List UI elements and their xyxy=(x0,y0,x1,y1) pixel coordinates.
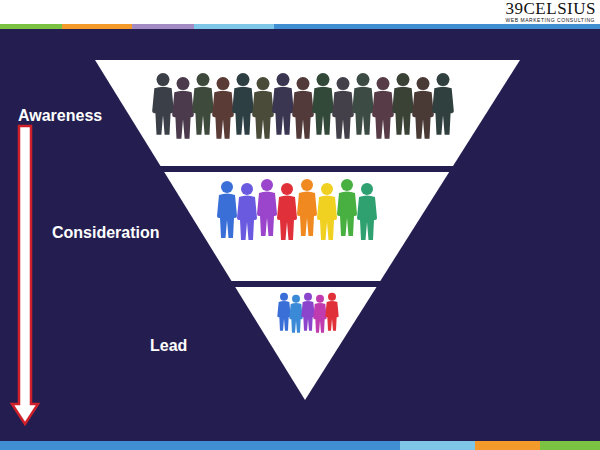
band-fill xyxy=(164,172,449,281)
down-arrow xyxy=(12,126,38,424)
label-holder: WEB MARKETING CONSULTING xyxy=(505,17,595,23)
stage-label: Lead xyxy=(150,336,187,355)
crowd-small xyxy=(277,293,338,333)
logo-wordmark: 39CELSIUS xyxy=(506,0,596,18)
label-holder: 39CELSIUS xyxy=(506,0,596,18)
funnel-band: Consideration xyxy=(0,172,600,281)
logo-tagline: WEB MARKETING CONSULTING xyxy=(505,17,595,23)
top-stripe xyxy=(0,24,600,29)
header-bar xyxy=(0,0,600,24)
band-fill xyxy=(95,60,520,166)
stage-label: Consideration xyxy=(52,223,160,242)
crowd-large xyxy=(152,73,454,139)
crowd-medium xyxy=(217,179,377,240)
stage-label: Awareness xyxy=(18,106,102,125)
bottom-stripe xyxy=(0,441,600,450)
band-fill xyxy=(235,287,376,400)
